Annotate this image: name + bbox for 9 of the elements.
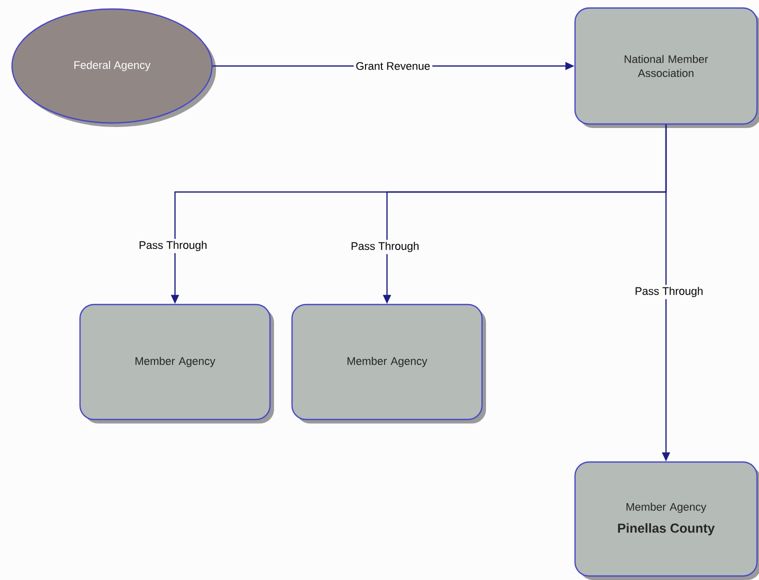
ellipse-node: Federal Agency [11,8,216,127]
rounded-box: National Member Association [574,7,759,128]
rounded-box: Member Agency [79,304,274,424]
rounded-box: Member Agency [291,304,486,424]
edge-label: Pass Through [348,240,422,254]
rounded-box: Member Agency Pinellas County [574,461,759,580]
edge-label: Pass Through [136,238,210,254]
edge-label: Grant Revenue [354,60,432,72]
edge-label: Pass Through [632,284,706,300]
